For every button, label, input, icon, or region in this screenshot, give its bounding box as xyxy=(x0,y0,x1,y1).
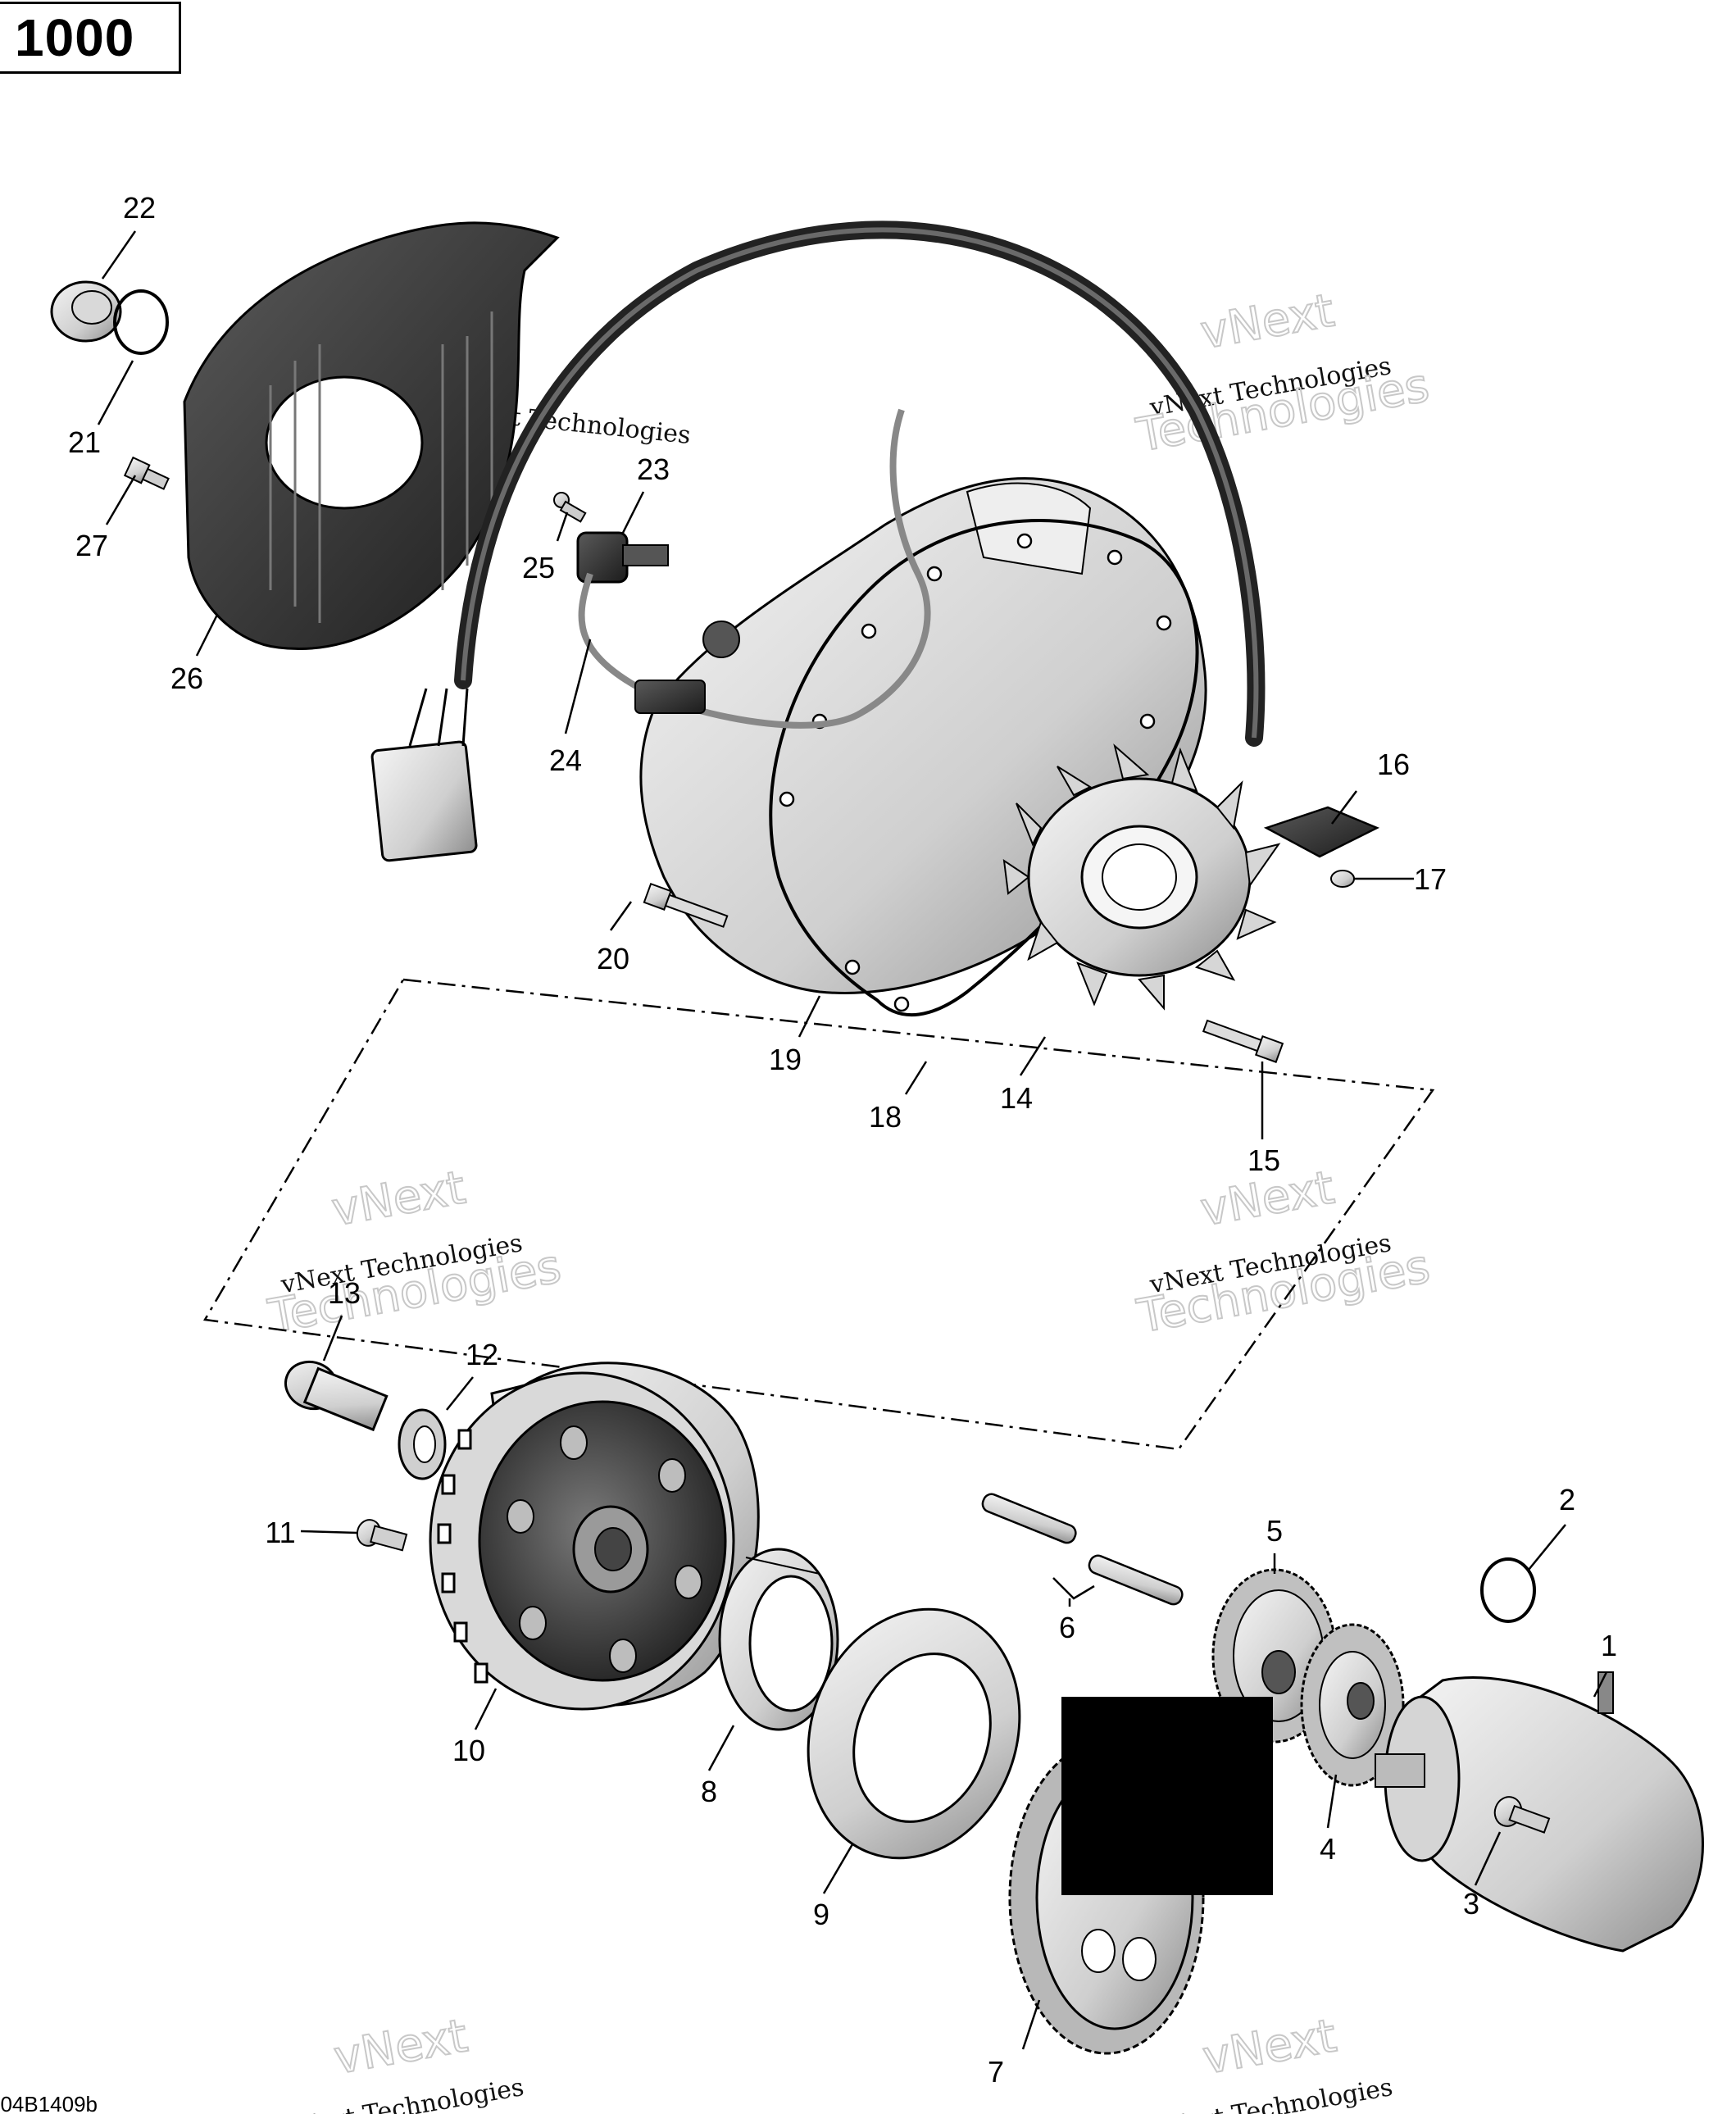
watermark-bottom-right: vNext vNext Technologies xyxy=(1148,2008,1395,2114)
callout-26: 26 xyxy=(170,661,203,695)
watermark-line1: vNext xyxy=(328,1161,469,1236)
callout-19: 19 xyxy=(769,1043,802,1076)
part-13-bolt xyxy=(284,1360,389,1432)
part-15-bolt xyxy=(1202,1019,1284,1063)
callout-2: 2 xyxy=(1559,1483,1575,1516)
part-1-starter-motor xyxy=(1375,1671,1704,1953)
part-18-gasket xyxy=(769,519,1199,1017)
part-22-plug xyxy=(50,280,122,343)
callout-22: 22 xyxy=(123,191,156,225)
watermark-line1: vNext xyxy=(1197,284,1338,359)
part-25-screw xyxy=(553,492,587,523)
part-27-screw xyxy=(123,456,170,490)
model-label: 1000 xyxy=(15,8,135,67)
part-20-bolt xyxy=(643,882,729,928)
leader-lines xyxy=(97,230,1608,2050)
part-16-clamp xyxy=(1263,806,1380,858)
part-23-sensor xyxy=(576,531,669,584)
part-4-gear xyxy=(1300,1623,1405,1787)
callout-9: 9 xyxy=(813,1898,829,1931)
callout-21: 21 xyxy=(68,425,101,459)
part-10-rotor xyxy=(429,1362,760,1711)
model-label-box: 1000 xyxy=(0,2,181,74)
callout-6: 6 xyxy=(1059,1611,1075,1644)
redaction-block xyxy=(1061,1697,1273,1895)
harness-connector xyxy=(370,688,478,862)
callout-17: 17 xyxy=(1414,862,1447,896)
callout-12: 12 xyxy=(466,1338,498,1371)
part-24-sensor-wire xyxy=(578,408,931,729)
callout-10: 10 xyxy=(452,1734,485,1767)
part-17-screw xyxy=(1330,870,1355,888)
callout-27: 27 xyxy=(75,529,108,562)
watermark-bottom-left: vNext vNext Technologies xyxy=(279,2008,526,2114)
callout-20: 20 xyxy=(597,942,629,975)
part-26-magneto-cover xyxy=(183,221,560,650)
callout-1: 1 xyxy=(1601,1629,1617,1662)
part-8-bearing xyxy=(718,1548,839,1731)
callout-16: 16 xyxy=(1377,748,1410,781)
callout-4: 4 xyxy=(1320,1832,1336,1866)
callout-14: 14 xyxy=(1000,1081,1033,1115)
sensor-connector xyxy=(634,680,706,714)
part-21-o-ring xyxy=(113,289,169,355)
watermark-line1: vNext xyxy=(1199,2009,1340,2084)
watermark-mid-left: vNext vNext Technologies Technologies xyxy=(264,1160,566,1344)
part-12-washer xyxy=(398,1408,447,1480)
stator-assembly-group-outline xyxy=(202,978,1435,1451)
callout-18: 18 xyxy=(869,1100,902,1134)
watermark-caption: vNext Technologies xyxy=(1148,2073,1395,2114)
callout-8: 8 xyxy=(701,1775,717,1808)
part-14-stator xyxy=(1002,743,1281,1011)
callout-13: 13 xyxy=(328,1276,361,1310)
callout-25: 25 xyxy=(522,551,555,584)
gasket-bolt-holes xyxy=(779,533,1172,1012)
callout-7: 7 xyxy=(988,2055,1004,2089)
callout-11: 11 xyxy=(265,1516,295,1549)
callout-labels: 1 2 3 4 5 6 7 8 9 10 11 12 13 14 15 16 1… xyxy=(68,191,1617,2089)
watermark-line1: vNext xyxy=(330,2009,471,2084)
callout-15: 15 xyxy=(1247,1143,1280,1177)
part-11-screw xyxy=(356,1519,408,1552)
callout-5: 5 xyxy=(1266,1514,1283,1548)
part-2-o-ring xyxy=(1480,1557,1536,1623)
part-3-screw xyxy=(1493,1796,1551,1834)
part-9-thrust-plate xyxy=(807,1607,1021,1860)
watermark-caption: vNext Technologies xyxy=(279,2073,526,2114)
callout-24: 24 xyxy=(549,743,582,777)
callout-23: 23 xyxy=(637,452,670,486)
callout-3: 3 xyxy=(1463,1887,1479,1921)
part-6-shafts xyxy=(981,1493,1184,1606)
